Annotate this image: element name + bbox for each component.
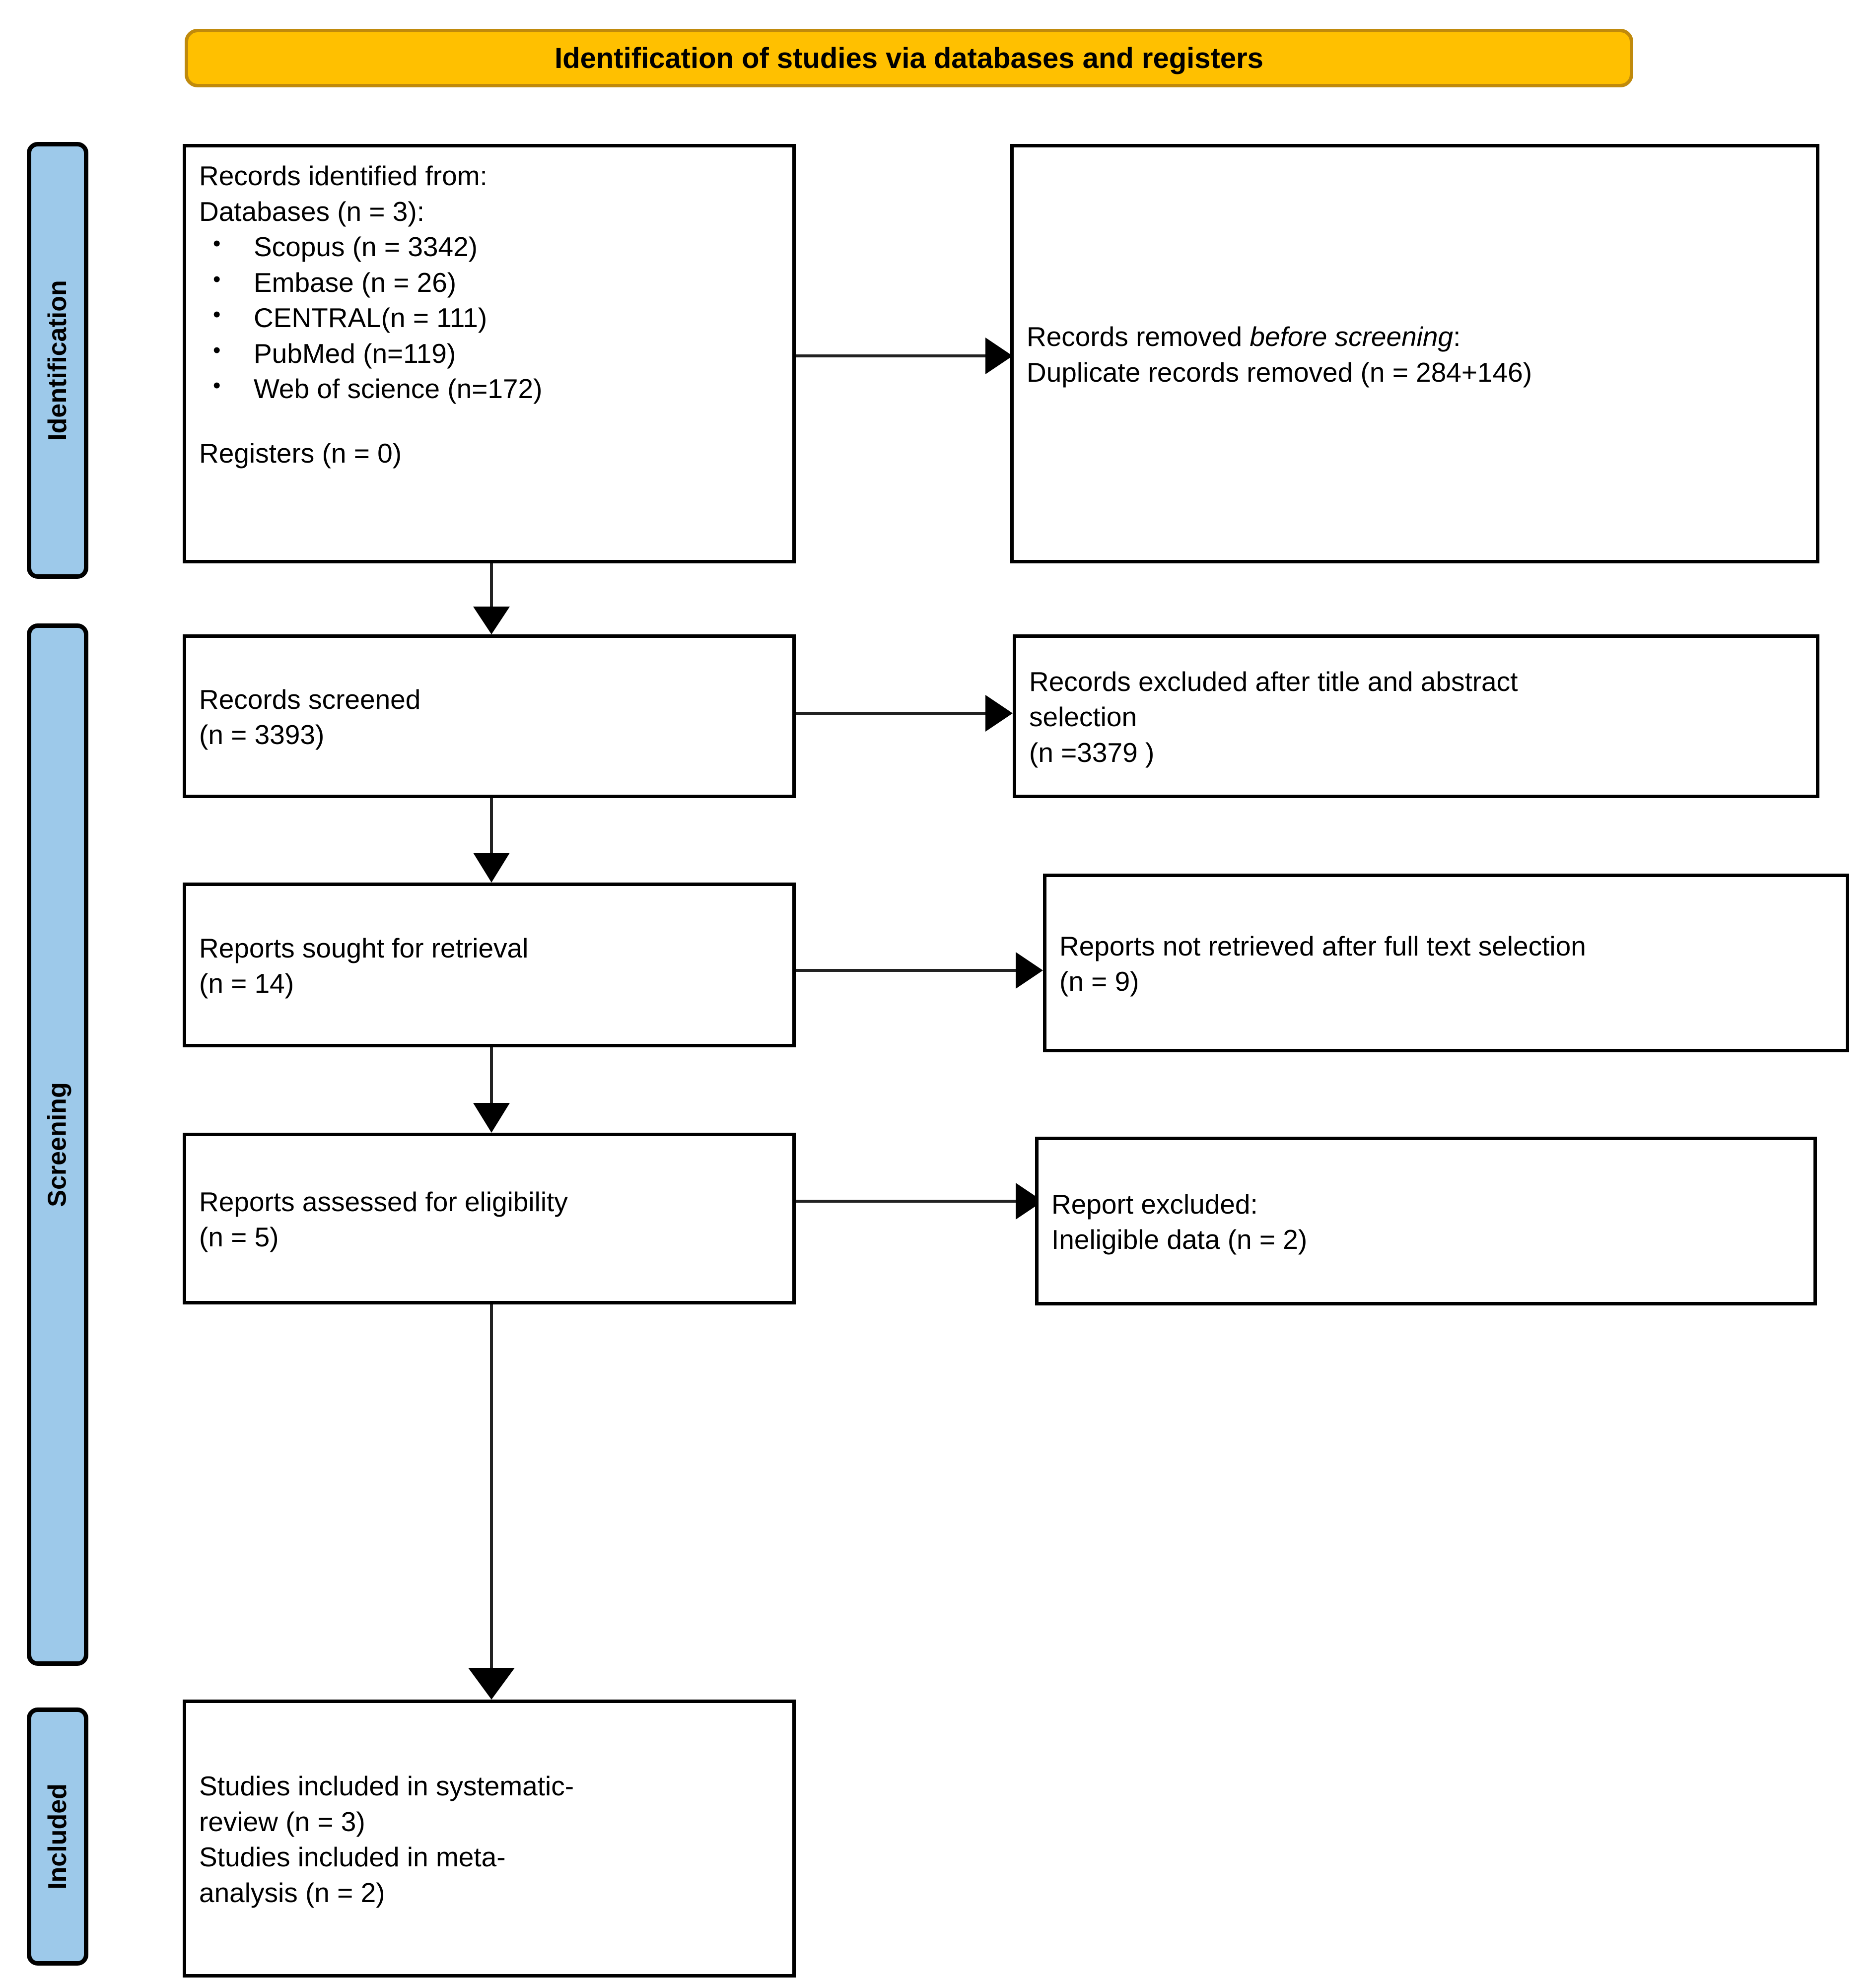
reports-assessed-line2: (n = 5) <box>199 1222 279 1252</box>
diagram-title-banner: Identification of studies via databases … <box>185 29 1633 87</box>
reports-not-retrieved-line2: (n = 9) <box>1059 966 1139 997</box>
stage-tab-identification: Identification <box>27 142 88 579</box>
box-studies-included: Studies included in systematic- review (… <box>183 1700 796 1978</box>
reports-assessed-line1: Reports assessed for eligibility <box>199 1186 568 1217</box>
arrow-sought-to-assessed <box>473 1047 510 1133</box>
list-item: Web of science (n=172) <box>199 371 779 407</box>
box-reports-assessed: Reports assessed for eligibility (n = 5) <box>183 1133 796 1304</box>
reports-not-retrieved-line1: Reports not retrieved after full text se… <box>1059 930 1586 961</box>
diagram-title: Identification of studies via databases … <box>555 42 1263 74</box>
stage-tab-included-label: Included <box>43 1783 72 1890</box>
studies-included-line2: review (n = 3) <box>199 1806 365 1837</box>
box-records-excluded: Records excluded after title and abstrac… <box>1013 634 1819 798</box>
records-removed-line1: Records removed before screening: <box>1027 319 1803 355</box>
arrow-identified-to-screened <box>473 562 510 634</box>
arrow-assessed-to-report-excluded <box>795 1183 1043 1220</box>
list-item: PubMed (n=119) <box>199 336 779 372</box>
studies-included-line3: Studies included in meta- <box>199 1842 506 1872</box>
reports-sought-line2: (n = 14) <box>199 968 294 999</box>
records-identified-subheading: Databases (n = 3): <box>199 196 424 227</box>
stage-tab-screening: Screening <box>27 623 88 1666</box>
box-records-screened: Records screened (n = 3393) <box>183 634 796 798</box>
arrow-identified-to-removed <box>795 338 1013 374</box>
records-identified-source-list: Scopus (n = 3342) Embase (n = 26) CENTRA… <box>199 229 779 407</box>
list-item: Embase (n = 26) <box>199 265 779 301</box>
box-reports-not-retrieved: Reports not retrieved after full text se… <box>1043 874 1849 1052</box>
report-excluded-line1: Report excluded: <box>1051 1188 1258 1220</box>
box-records-identified: Records identified from: Databases (n = … <box>183 144 796 563</box>
arrow-screened-to-excluded <box>795 695 1013 732</box>
records-excluded-line3: (n =3379 ) <box>1029 737 1155 768</box>
records-screened-line2: (n = 3393) <box>199 719 325 750</box>
box-report-excluded: Report excluded: Ineligible data (n = 2) <box>1035 1137 1817 1305</box>
records-identified-registers: Registers (n = 0) <box>199 437 402 469</box>
records-excluded-line1: Records excluded after title and abstrac… <box>1029 666 1518 697</box>
stage-tab-included: Included <box>27 1707 88 1966</box>
records-identified-spacer <box>199 407 779 436</box>
arrow-screened-to-sought <box>473 798 510 883</box>
records-removed-line2: Duplicate records removed (n = 284+146) <box>1027 356 1532 388</box>
studies-included-line4: analysis (n = 2) <box>199 1877 385 1908</box>
list-item: Scopus (n = 3342) <box>199 229 779 265</box>
records-screened-line1: Records screened <box>199 683 421 715</box>
records-removed-prefix: Records removed <box>1027 321 1250 352</box>
studies-included-line1: Studies included in systematic- <box>199 1771 574 1801</box>
records-excluded-line2: selection <box>1029 701 1137 733</box>
report-excluded-line2: Ineligible data (n = 2) <box>1051 1224 1308 1255</box>
reports-sought-line1: Reports sought for retrieval <box>199 932 529 963</box>
arrow-assessed-to-included <box>468 1304 515 1700</box>
box-records-removed: Records removed before screening: Duplic… <box>1010 144 1819 563</box>
arrow-sought-to-not-retrieved <box>795 952 1043 989</box>
stage-tab-screening-label: Screening <box>43 1082 72 1207</box>
records-removed-suffix: : <box>1453 321 1461 352</box>
box-reports-sought: Reports sought for retrieval (n = 14) <box>183 883 796 1047</box>
list-item: CENTRAL(n = 111) <box>199 300 779 336</box>
records-removed-italic: before screening <box>1250 321 1454 352</box>
stage-tab-identification-label: Identification <box>43 280 72 441</box>
records-identified-heading: Records identified from: <box>199 160 487 191</box>
